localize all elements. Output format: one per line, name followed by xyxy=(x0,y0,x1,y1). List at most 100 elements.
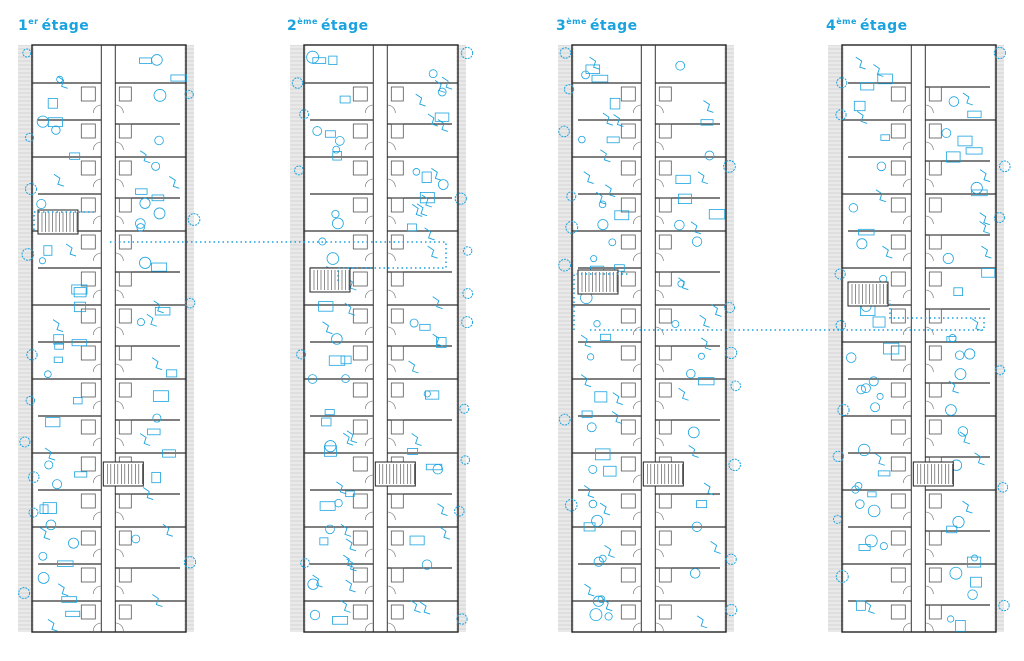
door-arc xyxy=(115,104,124,114)
table-icon xyxy=(331,209,340,219)
bed-icon xyxy=(73,301,86,313)
bed-icon xyxy=(966,556,982,568)
bed-icon xyxy=(65,610,81,618)
floor-label: étage xyxy=(320,18,369,34)
bathroom xyxy=(352,308,368,324)
bed-icon xyxy=(946,525,958,534)
figure-icon xyxy=(696,615,708,629)
trees xyxy=(18,46,1011,625)
door-arc xyxy=(93,437,102,447)
table-icon xyxy=(942,252,954,265)
bathroom xyxy=(890,271,906,287)
bed-icon xyxy=(856,600,866,611)
floor-label: étage xyxy=(859,18,908,34)
figure-icon xyxy=(434,80,446,93)
bed-icon xyxy=(872,316,886,328)
table-icon xyxy=(856,238,868,250)
door-arc xyxy=(93,178,102,188)
door-arc xyxy=(903,474,912,484)
tree-icon xyxy=(459,403,470,414)
stair-core xyxy=(37,209,79,235)
door-arc xyxy=(633,178,642,188)
table-icon xyxy=(587,353,595,361)
table-icon xyxy=(307,374,318,384)
stair-core xyxy=(577,269,619,295)
bathroom xyxy=(928,86,942,102)
tree-icon xyxy=(832,450,845,463)
door-arc xyxy=(93,363,102,373)
bathroom xyxy=(352,86,368,102)
bed-icon xyxy=(324,409,335,416)
bathroom xyxy=(390,345,404,361)
figure-icon xyxy=(322,321,333,335)
bed-icon xyxy=(71,284,88,295)
bed-icon xyxy=(71,339,88,347)
furniture xyxy=(36,50,996,632)
door-arc xyxy=(655,141,664,151)
table-icon xyxy=(334,498,343,508)
bed-icon xyxy=(328,355,346,366)
walls xyxy=(31,44,997,633)
bed-icon xyxy=(57,560,74,567)
tree-icon xyxy=(19,436,31,448)
tree-icon xyxy=(724,302,736,314)
bathroom xyxy=(352,271,368,287)
bed-icon xyxy=(345,490,355,498)
bathroom xyxy=(390,382,404,398)
figure-icon xyxy=(979,212,990,226)
table-icon xyxy=(44,460,54,470)
bathroom xyxy=(80,604,96,620)
figure-icon xyxy=(678,387,689,401)
bed-icon xyxy=(42,502,57,514)
bathroom xyxy=(80,123,96,139)
tree-icon xyxy=(993,46,1006,60)
bathroom xyxy=(658,123,672,139)
bed-icon xyxy=(697,377,715,386)
tree-icon xyxy=(559,47,572,59)
door-arc xyxy=(387,141,396,151)
bathroom xyxy=(658,493,672,509)
figure-icon xyxy=(700,337,712,351)
bathroom xyxy=(620,271,636,287)
table-icon xyxy=(36,198,47,209)
table-icon xyxy=(332,217,344,230)
figure-icon xyxy=(589,56,600,70)
bathroom xyxy=(890,160,906,176)
door-arc xyxy=(365,585,374,595)
bathroom xyxy=(658,160,672,176)
door-arc xyxy=(655,622,664,632)
floor-number: 4 xyxy=(826,18,837,34)
bed-icon xyxy=(583,522,596,532)
tree-icon xyxy=(454,192,467,205)
bathroom xyxy=(352,160,368,176)
door-arc xyxy=(633,548,642,558)
bathroom xyxy=(390,308,404,324)
bathroom xyxy=(352,530,368,546)
figure-icon xyxy=(340,599,351,613)
circulation-paths xyxy=(33,211,985,331)
door-arc xyxy=(925,437,934,447)
tree-icon xyxy=(462,246,473,256)
tree-icon xyxy=(998,160,1011,173)
table-icon xyxy=(687,426,700,439)
figure-icon xyxy=(678,277,689,291)
figure-icon xyxy=(612,392,623,406)
table-icon xyxy=(45,519,57,531)
bed-icon xyxy=(606,136,620,144)
table-icon xyxy=(867,504,881,518)
bed-icon xyxy=(883,342,900,355)
table-icon xyxy=(152,413,162,423)
bathroom xyxy=(352,197,368,213)
tree-icon xyxy=(837,403,850,417)
bathroom xyxy=(352,419,368,435)
table-icon xyxy=(949,566,963,580)
door-arc xyxy=(903,215,912,225)
bed-icon xyxy=(953,287,963,296)
stair-core xyxy=(102,461,144,487)
tree-icon xyxy=(997,482,1009,493)
bed-icon xyxy=(61,596,78,603)
table-icon xyxy=(848,203,859,213)
bed-icon xyxy=(151,194,165,202)
door-arc xyxy=(387,400,396,410)
